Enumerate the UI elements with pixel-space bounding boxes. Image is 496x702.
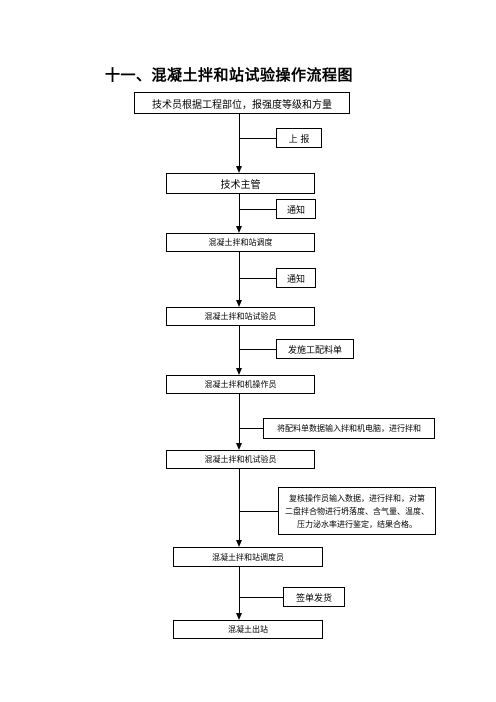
connector-vertical-6 [239,469,240,540]
connector-branch-6 [239,511,278,512]
step-station-tester: 混凝土拌和站试验员 [166,307,315,326]
connector-vertical-3 [239,252,240,300]
connector-vertical-4 [239,326,240,368]
arrow-down-5 [236,443,242,450]
step-technical-supervisor: 技术主管 [166,173,315,194]
connector-branch-4 [239,349,276,350]
action-input-mix-data: 将配料单数据输入拌和机电脑，进行拌和 [263,418,435,439]
step-mixer-tester: 混凝土拌和机试验员 [166,450,315,469]
connector-branch-2 [239,209,276,210]
arrow-down-2 [236,226,242,233]
step-concrete-dispatch-out: 混凝土出站 [173,620,323,639]
arrow-down-6 [236,540,242,547]
connector-vertical-7 [239,567,240,613]
connector-vertical-5 [239,394,240,443]
step-station-dispatcher: 混凝土拌和站调度员 [173,547,323,567]
arrow-down-7 [236,613,242,620]
action-sign-and-ship: 签单发货 [283,587,345,607]
connector-branch-1 [239,138,276,139]
action-notify-1: 通知 [276,199,316,219]
connector-branch-3 [239,278,276,279]
verify-line-1: 复核操作员输入数据，进行拌和，对第 [289,493,425,503]
arrow-down-3 [236,300,242,307]
arrow-down-1 [236,166,242,173]
step-station-dispatch: 混凝土拌和站调度 [166,233,315,252]
action-issue-mix-sheet: 发施工配料单 [276,339,354,359]
step-mixer-operator: 混凝土拌和机操作员 [166,375,315,394]
step-technician-report: 技术员根据工程部位，报强度等级和方量 [134,92,350,114]
verify-line-3: 压力泌水率进行鉴定，结果合格。 [297,519,417,529]
connector-vertical-2 [239,194,240,226]
arrow-down-4 [236,368,242,375]
action-verify-and-test: 复核操作员输入数据，进行拌和，对第 二盘拌合物进行坍落度、含气量、温度、 压力泌… [278,487,436,535]
verify-line-2: 二盘拌合物进行坍落度、含气量、温度、 [285,506,429,516]
action-notify-2: 通知 [276,268,316,288]
page-title: 十一、混凝土拌和站试验操作流程图 [105,66,354,84]
connector-vertical-1 [239,114,240,166]
connector-branch-5 [239,428,263,429]
action-report: 上 报 [276,128,322,148]
connector-branch-7 [239,597,283,598]
